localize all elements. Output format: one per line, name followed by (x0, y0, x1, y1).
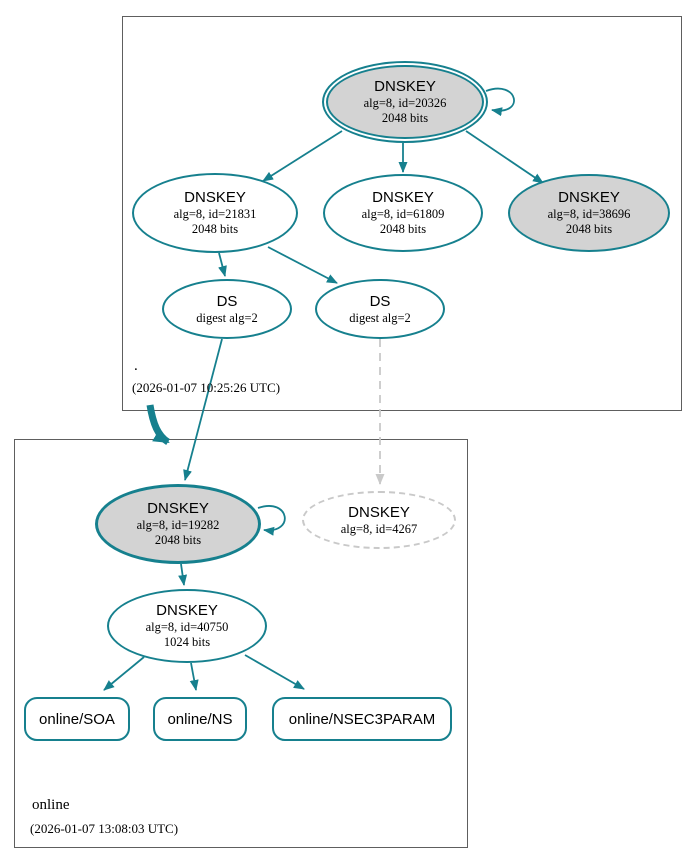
node-type: DNSKEY (372, 189, 434, 206)
node-type: DS (216, 292, 238, 310)
node-type: DNSKEY (156, 602, 218, 619)
dnskey-node-61809: DNSKEY alg=8, id=61809 2048 bits (323, 174, 483, 252)
node-detail: alg=8, id=19282 (136, 518, 220, 532)
node-detail: 2048 bits (154, 533, 202, 547)
node-detail: 1024 bits (163, 635, 211, 649)
dnskey-node-38696: DNSKEY alg=8, id=38696 2048 bits (508, 174, 670, 252)
node-type: DNSKEY (184, 189, 246, 206)
node-type: DS (369, 292, 391, 310)
zone-name-online: online (32, 797, 70, 813)
node-type: DNSKEY (374, 78, 436, 95)
zone-timestamp-online: (2026-01-07 13:08:03 UTC) (30, 821, 179, 836)
node-detail: alg=8, id=61809 (361, 207, 445, 221)
node-detail: alg=8, id=38696 (547, 207, 631, 221)
ds-node-2: DS digest alg=2 (315, 279, 445, 339)
node-detail: alg=8, id=20326 (363, 96, 447, 110)
rrset-label: online/SOA (39, 710, 115, 728)
dnskey-node-4267-missing: DNSKEY alg=8, id=4267 (302, 491, 456, 549)
ds-node-1: DS digest alg=2 (162, 279, 292, 339)
node-detail: digest alg=2 (196, 310, 258, 325)
rrset-node-soa: online/SOA (24, 697, 130, 741)
rrset-label: online/NS (167, 710, 233, 728)
node-detail: alg=8, id=4267 (340, 521, 418, 536)
node-detail: 2048 bits (565, 222, 613, 236)
zone-name-root: . (134, 358, 138, 374)
dnskey-node-19282-ksk: DNSKEY alg=8, id=19282 2048 bits (95, 484, 261, 564)
zone-timestamp-root: (2026-01-07 10:25:26 UTC) (132, 380, 281, 395)
dnskey-node-40750: DNSKEY alg=8, id=40750 1024 bits (107, 589, 267, 663)
rrset-label: online/NSEC3PARAM (288, 710, 436, 728)
rrset-node-ns: online/NS (153, 697, 247, 741)
node-type: DNSKEY (558, 189, 620, 206)
dnskey-node-20326-ksk: DNSKEY alg=8, id=20326 2048 bits (322, 61, 488, 143)
node-detail: alg=8, id=21831 (173, 207, 257, 221)
node-detail: alg=8, id=40750 (145, 620, 229, 634)
node-type: DNSKEY (147, 500, 209, 517)
node-detail: digest alg=2 (349, 310, 411, 325)
node-type: DNSKEY (348, 503, 410, 521)
rrset-node-nsec3param: online/NSEC3PARAM (272, 697, 452, 741)
node-detail: 2048 bits (379, 222, 427, 236)
node-detail: 2048 bits (191, 222, 239, 236)
dnskey-node-21831: DNSKEY alg=8, id=21831 2048 bits (132, 173, 298, 253)
node-detail: 2048 bits (381, 111, 429, 125)
dnskey-node-20326-inner-ring: DNSKEY alg=8, id=20326 2048 bits (326, 65, 484, 139)
